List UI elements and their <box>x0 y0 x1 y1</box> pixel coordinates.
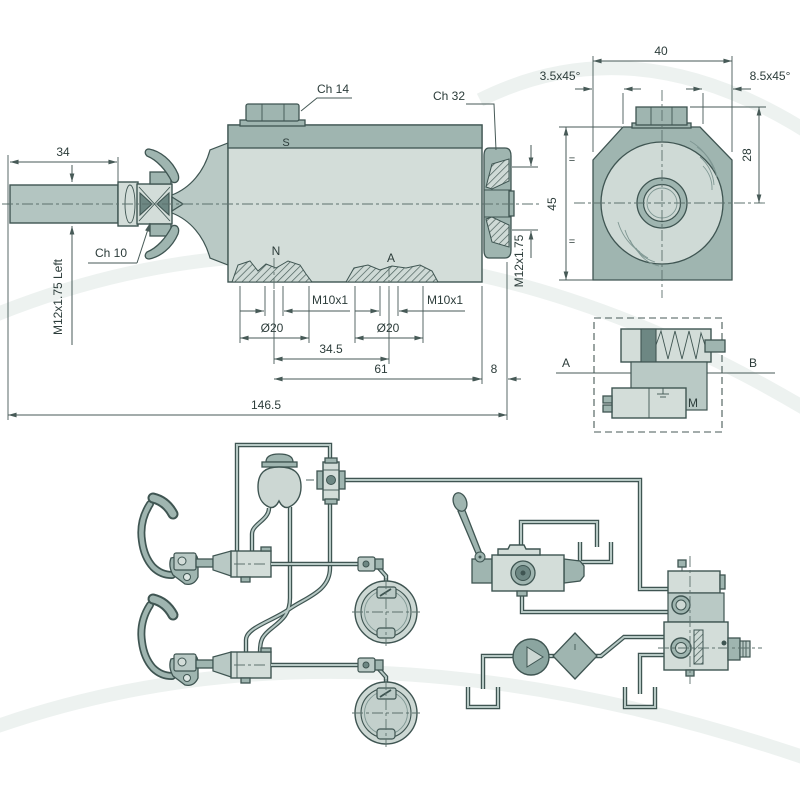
dim-height: 45 <box>545 197 559 211</box>
dim-port-thread-n: M10x1 <box>312 293 348 307</box>
side-view: 34 M12x1.75 Left Ch 10 Ch 14 Ch 32 S N A <box>2 82 540 420</box>
schematic-port-b: B <box>749 356 757 370</box>
dim-body-length: 61 <box>374 362 388 376</box>
dim-width: 40 <box>654 44 668 58</box>
dim-outlet-thread: M12x1.75 <box>512 234 526 287</box>
outlet-nut <box>483 147 515 259</box>
valve-body <box>227 103 483 283</box>
label-port-a: A <box>387 251 395 265</box>
dim-chamfer-right: 8.5x45° <box>750 69 791 83</box>
hydraulic-schematic: A B M <box>556 317 775 433</box>
schematic-port-a: A <box>562 356 570 370</box>
spring-cylinder-symbol <box>620 328 726 363</box>
filter <box>552 632 598 680</box>
schematic-motor: M <box>688 396 698 410</box>
junction-fitting <box>306 457 346 505</box>
label-port-n: N <box>272 244 281 258</box>
dim-rod-thread-length: 34 <box>56 145 70 159</box>
hex-boss <box>635 106 688 126</box>
port-n-section <box>231 260 313 283</box>
dim-port-spacing: 34.5 <box>319 342 343 356</box>
label-port-s: S <box>282 137 289 149</box>
trailer-brake-valve <box>658 556 762 684</box>
brake-circuit-upper <box>141 498 420 646</box>
lever-knob <box>452 492 468 512</box>
dim-port-dia-a: Ø20 <box>377 321 400 335</box>
port-a-section <box>345 264 439 283</box>
pump-flow-arrow <box>526 646 544 668</box>
ball-joint <box>136 171 173 237</box>
hydraulic-pump <box>512 638 550 676</box>
dim-total-length: 146.5 <box>251 398 281 412</box>
hand-brake-valve <box>452 492 585 597</box>
dim-center-height: 28 <box>740 148 754 162</box>
machining-arcs <box>617 140 718 267</box>
dim-port-dia-n: Ø20 <box>261 321 284 335</box>
bleed-screw <box>245 103 300 122</box>
end-view-dimensions: 40 3.5x45° 8.5x45° 28 45 = = <box>540 44 791 281</box>
fluid-reservoir <box>257 453 302 509</box>
brake-circuit <box>141 445 762 747</box>
label-ch14: Ch 14 <box>317 82 349 96</box>
side-view-dimensions: 34 M12x1.75 Left Ch 10 Ch 14 Ch 32 S N A <box>7 82 538 420</box>
end-view: 40 3.5x45° 8.5x45° 28 45 = = <box>540 44 791 298</box>
valve-block-symbol <box>602 361 708 419</box>
label-ch32: Ch 32 <box>433 89 465 103</box>
dim-chamfer-left: 3.5x45° <box>540 69 581 83</box>
coupling-head <box>739 640 751 658</box>
equal-mark-top: = <box>569 154 575 166</box>
equal-mark-bottom: = <box>569 236 575 248</box>
label-ch10: Ch 10 <box>95 246 127 260</box>
dim-port-thread-a: M10x1 <box>427 293 463 307</box>
dim-rod-thread: M12x1.75 Left <box>51 258 65 335</box>
dim-nut-length: 8 <box>491 362 498 376</box>
